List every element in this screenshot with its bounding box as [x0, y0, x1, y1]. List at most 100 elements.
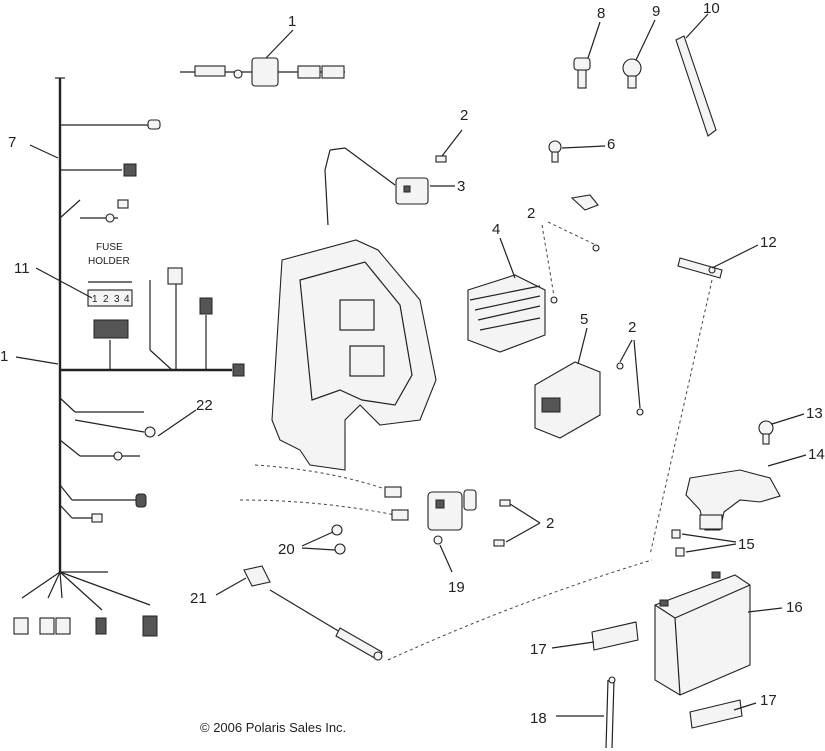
- leader-line: [747, 607, 783, 613]
- callout-18: 18: [530, 710, 547, 727]
- part-2-screw: [592, 244, 600, 252]
- cable-line: [239, 499, 396, 516]
- callout-17-right: 17: [760, 692, 777, 709]
- leader-line: [577, 327, 588, 365]
- cable-end: [391, 509, 409, 521]
- part-2-screw: [636, 408, 644, 416]
- callout-22: 22: [196, 397, 213, 414]
- leader-line: [587, 21, 601, 59]
- callout-11: 11: [14, 260, 30, 277]
- cable-line: [387, 559, 653, 661]
- leader-line: [29, 144, 59, 159]
- leader-line: [35, 267, 93, 299]
- callout-16: 16: [786, 599, 803, 616]
- copyright-text: © 2006 Polaris Sales Inc.: [200, 720, 346, 735]
- fuse-slot-4: 4: [124, 294, 130, 305]
- leader-line: [635, 19, 656, 61]
- part-2-screw: [499, 499, 511, 507]
- cable-line: [254, 464, 389, 491]
- part-19-solenoid: [427, 489, 477, 545]
- part-13-push-rivet: [758, 420, 774, 445]
- leader-line: [619, 339, 633, 363]
- part-15-nut: [675, 547, 685, 557]
- fuse-holder: FUSE HOLDER 1 2 3 4: [87, 242, 213, 339]
- part-3-connector: [395, 177, 429, 205]
- callout-14: 14: [808, 446, 825, 463]
- part-15-nut: [671, 529, 681, 539]
- callout-5: 5: [580, 311, 588, 328]
- mounting-bracket: [271, 147, 437, 471]
- part-4-regulator: [467, 274, 546, 353]
- callout-1-left: 1: [0, 348, 8, 365]
- leader-line: [733, 702, 757, 711]
- callout-10: 10: [703, 0, 720, 17]
- leader-line: [215, 577, 247, 596]
- callout-15: 15: [738, 536, 755, 553]
- part-2-screw: [493, 539, 505, 547]
- leader-line: [509, 503, 541, 524]
- leader-line: [767, 454, 807, 467]
- callout-3: 3: [457, 178, 465, 195]
- leader-line: [633, 339, 641, 409]
- leader-line: [541, 224, 555, 297]
- leader-line: [681, 533, 737, 543]
- fuse-slot-2: 2: [103, 294, 109, 305]
- callout-17-left: 17: [530, 641, 547, 658]
- part-1-harness-segment: [180, 57, 345, 87]
- callout-4: 4: [492, 221, 500, 238]
- part-12-strap: [677, 257, 723, 279]
- fuse-slot-3: 3: [114, 294, 120, 305]
- clip-part: [570, 194, 599, 211]
- callout-19: 19: [448, 579, 465, 596]
- part-2-screw: [550, 296, 558, 304]
- part-2-screw: [616, 362, 624, 370]
- leader-line: [649, 279, 713, 556]
- cable-end: [384, 486, 402, 498]
- callout-2-top: 2: [460, 107, 468, 124]
- callout-12: 12: [760, 234, 777, 251]
- leader-line: [711, 244, 759, 269]
- part-21-ground-cable: [243, 565, 383, 661]
- part-20-nut: [331, 524, 343, 536]
- part-9-clip: [622, 58, 642, 89]
- callout-7: 7: [8, 134, 16, 151]
- callout-13: 13: [806, 405, 823, 422]
- leader-line: [157, 409, 197, 437]
- leader-line: [561, 145, 606, 149]
- leader-line: [15, 356, 59, 365]
- leader-line: [551, 641, 595, 649]
- leader-line: [547, 221, 597, 246]
- callout-6: 6: [607, 136, 615, 153]
- part-6-push-rivet: [548, 140, 562, 163]
- leader-line: [499, 237, 516, 279]
- leader-line: [505, 522, 541, 543]
- part-2-screw: [435, 155, 447, 163]
- callout-8: 8: [597, 5, 605, 22]
- leader-line: [301, 547, 336, 551]
- leader-line: [771, 413, 805, 425]
- leader-line: [685, 13, 709, 39]
- leader-line: [439, 544, 453, 573]
- callout-1-top: 1: [288, 13, 296, 30]
- fuse-slot-1: 1: [92, 294, 98, 305]
- part-17-pad: [591, 621, 639, 651]
- leader-line: [301, 531, 334, 547]
- part-8-connector: [573, 57, 591, 89]
- callout-21: 21: [190, 590, 207, 607]
- callout-2-mid: 2: [527, 205, 535, 222]
- part-18-battery-strap: [605, 676, 616, 749]
- leader-line: [685, 543, 737, 553]
- part-14-bracket: [685, 469, 781, 531]
- callout-2-bottom: 2: [546, 515, 554, 532]
- leader-line: [265, 29, 294, 59]
- callout-20: 20: [278, 541, 295, 558]
- main-wiring-harness: [13, 77, 245, 637]
- part-17-pad: [689, 699, 743, 729]
- callout-9: 9: [652, 3, 660, 20]
- part-16-battery: [654, 571, 751, 696]
- part-10-tie-strap: [675, 35, 717, 137]
- part-20-nut: [334, 543, 346, 555]
- part-5-cdi-module: [534, 361, 601, 439]
- fuse-holder-label-line2: HOLDER: [88, 256, 130, 267]
